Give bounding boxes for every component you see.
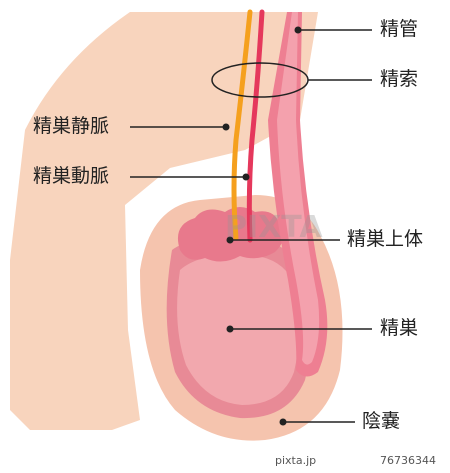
label-vas-deferens: 精管: [380, 18, 419, 40]
label-testicular-vein: 精巣静脈: [33, 115, 110, 137]
label-testis: 精巣: [380, 317, 419, 339]
footer-id: 76736344: [380, 454, 436, 467]
label-scrotum: 陰嚢: [362, 410, 401, 432]
dot-scrotum: [279, 418, 287, 426]
vein-shape: [231, 9, 253, 241]
dot-testicular-artery: [242, 173, 250, 181]
dot-testicular-vein: [222, 123, 230, 131]
footer-site: pixta.jp: [275, 454, 317, 467]
watermark-brand: PIXTA: [225, 210, 323, 245]
artery-shape: [246, 9, 265, 243]
vas-deferens-inner-shape: [277, 12, 320, 365]
dot-testis: [226, 325, 234, 333]
label-spermatic-cord: 精索: [380, 68, 419, 90]
label-epididymis: 精巣上体: [347, 228, 424, 250]
label-testicular-artery: 精巣動脈: [33, 165, 110, 187]
footer-bar: pixta.jp 76736344: [0, 451, 450, 469]
dot-epididymis: [226, 236, 234, 244]
dot-vas-deferens: [294, 26, 302, 34]
epididymis-shape: [177, 207, 284, 262]
